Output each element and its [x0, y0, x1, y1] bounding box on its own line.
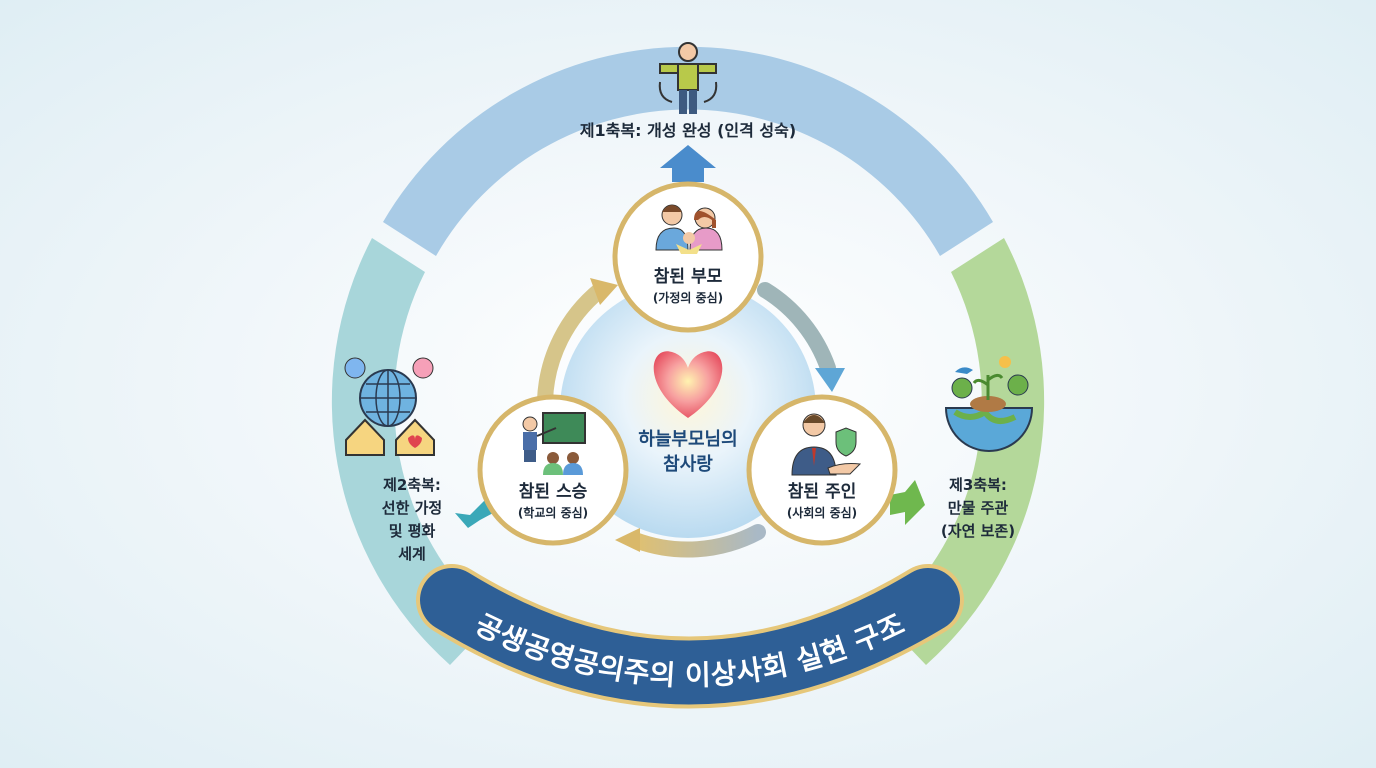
family-icon	[655, 204, 723, 254]
node-subtitle: (가정의 중심)	[653, 290, 723, 305]
svg-text:세계: 세계	[398, 545, 426, 563]
cycle-arrows	[537, 278, 845, 558]
axis-right-label: 제3축복: 만물 주관 (자연 보존)	[941, 476, 1015, 540]
axis-left-label: 제2축복: 선한 가정 및 평화 세계	[382, 476, 442, 563]
axis-right-segment	[883, 238, 1045, 665]
node-true-owner: 참된 주인 (사회의 중심)	[746, 394, 898, 546]
axis-left-segment	[331, 238, 493, 665]
node-subtitle: (학교의 중심)	[518, 505, 588, 520]
node-true-teacher: 참된 스승 (학교의 중심)	[477, 394, 629, 546]
owner-icon	[791, 413, 862, 476]
center-label: 하늘부모님의 참사랑	[638, 429, 737, 475]
heart-icon	[653, 351, 723, 418]
title-banner: 공생공영공의주의 이상사회 실현 구조	[416, 564, 964, 709]
arrow-left-icon	[455, 500, 495, 528]
outer-ring	[331, 46, 1045, 665]
svg-text:및 평화: 및 평화	[389, 522, 436, 540]
earth-nature-icon	[944, 356, 1034, 452]
arrow-right-icon	[890, 480, 925, 525]
svg-text:참사랑: 참사랑	[663, 454, 713, 475]
node-title: 참된 부모	[654, 266, 723, 287]
svg-text:제3축복:: 제3축복:	[949, 476, 1007, 494]
svg-text:선한 가정: 선한 가정	[382, 499, 442, 517]
node-subtitle: (사회의 중심)	[787, 505, 857, 520]
teacher-icon	[522, 412, 586, 475]
person-stretch-icon	[658, 42, 718, 114]
axis-top-segment	[383, 46, 993, 257]
svg-text:만물 주관: 만물 주관	[948, 499, 1009, 517]
axis-top-label: 제1축복: 개성 완성 (인격 성숙)	[580, 121, 796, 140]
svg-text:제2축복:: 제2축복:	[383, 476, 441, 494]
node-title: 참된 스승	[519, 481, 588, 502]
svg-text:하늘부모님의: 하늘부모님의	[638, 429, 737, 450]
node-true-parents: 참된 부모 (가정의 중심)	[612, 181, 764, 333]
node-title: 참된 주인	[788, 481, 856, 502]
arrow-up-icon	[660, 145, 716, 182]
svg-text:(자연 보존): (자연 보존)	[941, 522, 1015, 540]
globe-families-icon	[344, 357, 435, 456]
